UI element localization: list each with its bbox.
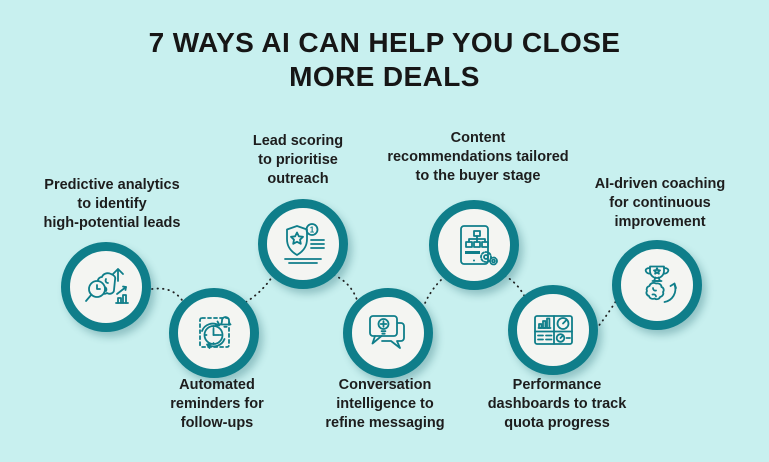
step-label-performance-dashboards: Performance dashboards to track quota pr… (487, 377, 627, 432)
shield-star-rank-icon: 1 (284, 223, 325, 264)
step-label-automated-reminders: Automated reminders for follow-ups (170, 377, 264, 432)
step-label-ai-coaching: AI-driven coaching for continuous improv… (594, 176, 726, 231)
step-label-predictive-analytics: Predictive analytics to identify high-po… (43, 177, 181, 232)
page-title: 7 WAYS AI CAN HELP YOU CLOSE MORE DEALS (148, 27, 621, 93)
brain-magnifier-growth-icon (85, 268, 129, 304)
step-circle-performance-dashboards (508, 285, 598, 375)
rank-badge-number: 1 (310, 226, 315, 235)
screen-flowchart-gear-icon (460, 225, 498, 266)
trophy-brain-arrow-icon (644, 265, 677, 303)
connector-line (151, 287, 185, 304)
step-circle-predictive-analytics (61, 242, 151, 332)
step-circle-automated-reminders (169, 288, 259, 378)
step-circle-conversation-intelligence (343, 288, 433, 378)
step-label-lead-scoring: Lead scoring to prioritise outreach (252, 133, 344, 188)
chat-bubbles-idea-icon (369, 315, 405, 349)
connector-line (333, 274, 358, 301)
clock-bell-icon (199, 316, 232, 349)
dashboard-gauge-icon (534, 315, 573, 345)
connector-line (422, 279, 442, 309)
step-label-content-recommendations: Content recommendations tailored to the … (387, 130, 569, 185)
step-label-conversation-intelligence: Conversation intelligence to refine mess… (325, 377, 445, 432)
connector-line (245, 276, 273, 303)
step-circle-lead-scoring: 1 (258, 199, 348, 289)
step-circle-content-recommendations (429, 200, 519, 290)
step-circle-ai-coaching (612, 240, 702, 330)
